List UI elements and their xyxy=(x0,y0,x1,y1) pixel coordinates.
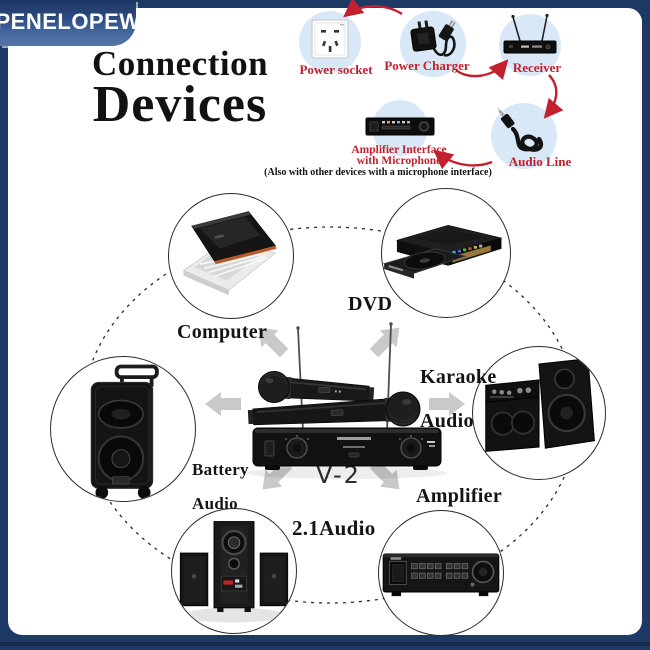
arrow-audioline-to-amplifier xyxy=(433,149,493,170)
arrow-to-karaoke-audio xyxy=(429,392,465,416)
battery-audio-label: Battery Audio xyxy=(192,444,249,529)
power-socket-image xyxy=(311,19,349,59)
arrow-to-battery-audio xyxy=(205,392,241,416)
receiver-image xyxy=(503,13,557,54)
flow-label-amplifier-interface-line1: Amplifier Interface xyxy=(351,144,447,156)
flow-label-receiver: Receiver xyxy=(512,60,562,75)
battery-audio-circle xyxy=(50,356,196,502)
title-line2: Devices xyxy=(92,76,268,133)
arrow-to-amplifier xyxy=(369,459,400,490)
microphone-2 xyxy=(247,391,421,427)
arrow-charger-to-receiver xyxy=(455,59,509,81)
flow-label-amplifier-interface-line2: with Microphone xyxy=(356,155,442,167)
21-speakers-image xyxy=(179,521,289,623)
karaoke-audio-label-line1: Karaoke xyxy=(420,366,497,388)
title-line1: Connection xyxy=(91,44,269,83)
flow-label-audio-line: Audio Line xyxy=(508,154,572,169)
flow-note: (Also with other devices with a micropho… xyxy=(264,167,492,178)
laptop-image xyxy=(182,211,277,296)
frame-bottom-line xyxy=(0,642,650,646)
arrow-to-computer xyxy=(258,327,289,358)
power-charger-image xyxy=(410,20,456,57)
21audio-label: 2.1Audio xyxy=(292,516,376,540)
page-title: Connection Devices xyxy=(55,44,305,133)
battery-audio-label-line2: Audio xyxy=(192,494,238,513)
karaoke-audio-circle xyxy=(472,346,606,480)
flow-label-power-socket: Power socket xyxy=(299,62,373,77)
karaoke-audio-label: Karaoke Audio xyxy=(420,344,497,454)
amplifier-circle xyxy=(378,510,504,636)
arrow-receiver-to-audioline xyxy=(543,74,564,119)
arrow-to-dvd xyxy=(369,327,400,358)
microphone-1 xyxy=(258,371,375,403)
dvd-label: DVD xyxy=(348,293,393,315)
karaoke-speakers-image xyxy=(485,358,595,452)
karaoke-audio-label-line2: Audio xyxy=(420,410,474,432)
receiver-unit xyxy=(252,427,442,470)
arrow-charger-to-socket xyxy=(343,0,403,18)
audio-line-image xyxy=(497,107,544,152)
battery-speaker-image xyxy=(90,364,159,499)
amplifier-interface-image xyxy=(365,117,435,136)
dvd-circle xyxy=(381,188,511,318)
flow-label-power-charger: Power Charger xyxy=(384,58,470,73)
wireless-microphone-system-image xyxy=(247,322,447,479)
battery-audio-label-line1: Battery xyxy=(192,460,249,479)
brand-badge: PENELOPEW xyxy=(0,0,140,46)
dvd-player-image xyxy=(382,224,503,279)
computer-circle xyxy=(168,193,294,319)
arrow-to-21audio xyxy=(262,459,293,490)
amplifier-label: Amplifier xyxy=(416,485,503,507)
flow-label-amplifier-interface: Amplifier Interface with Microphone xyxy=(351,144,447,167)
amplifier-image xyxy=(382,553,500,597)
21audio-circle xyxy=(171,508,297,634)
computer-label: Computer xyxy=(177,321,268,343)
brand-badge-label: PENELOPEW xyxy=(0,9,141,34)
